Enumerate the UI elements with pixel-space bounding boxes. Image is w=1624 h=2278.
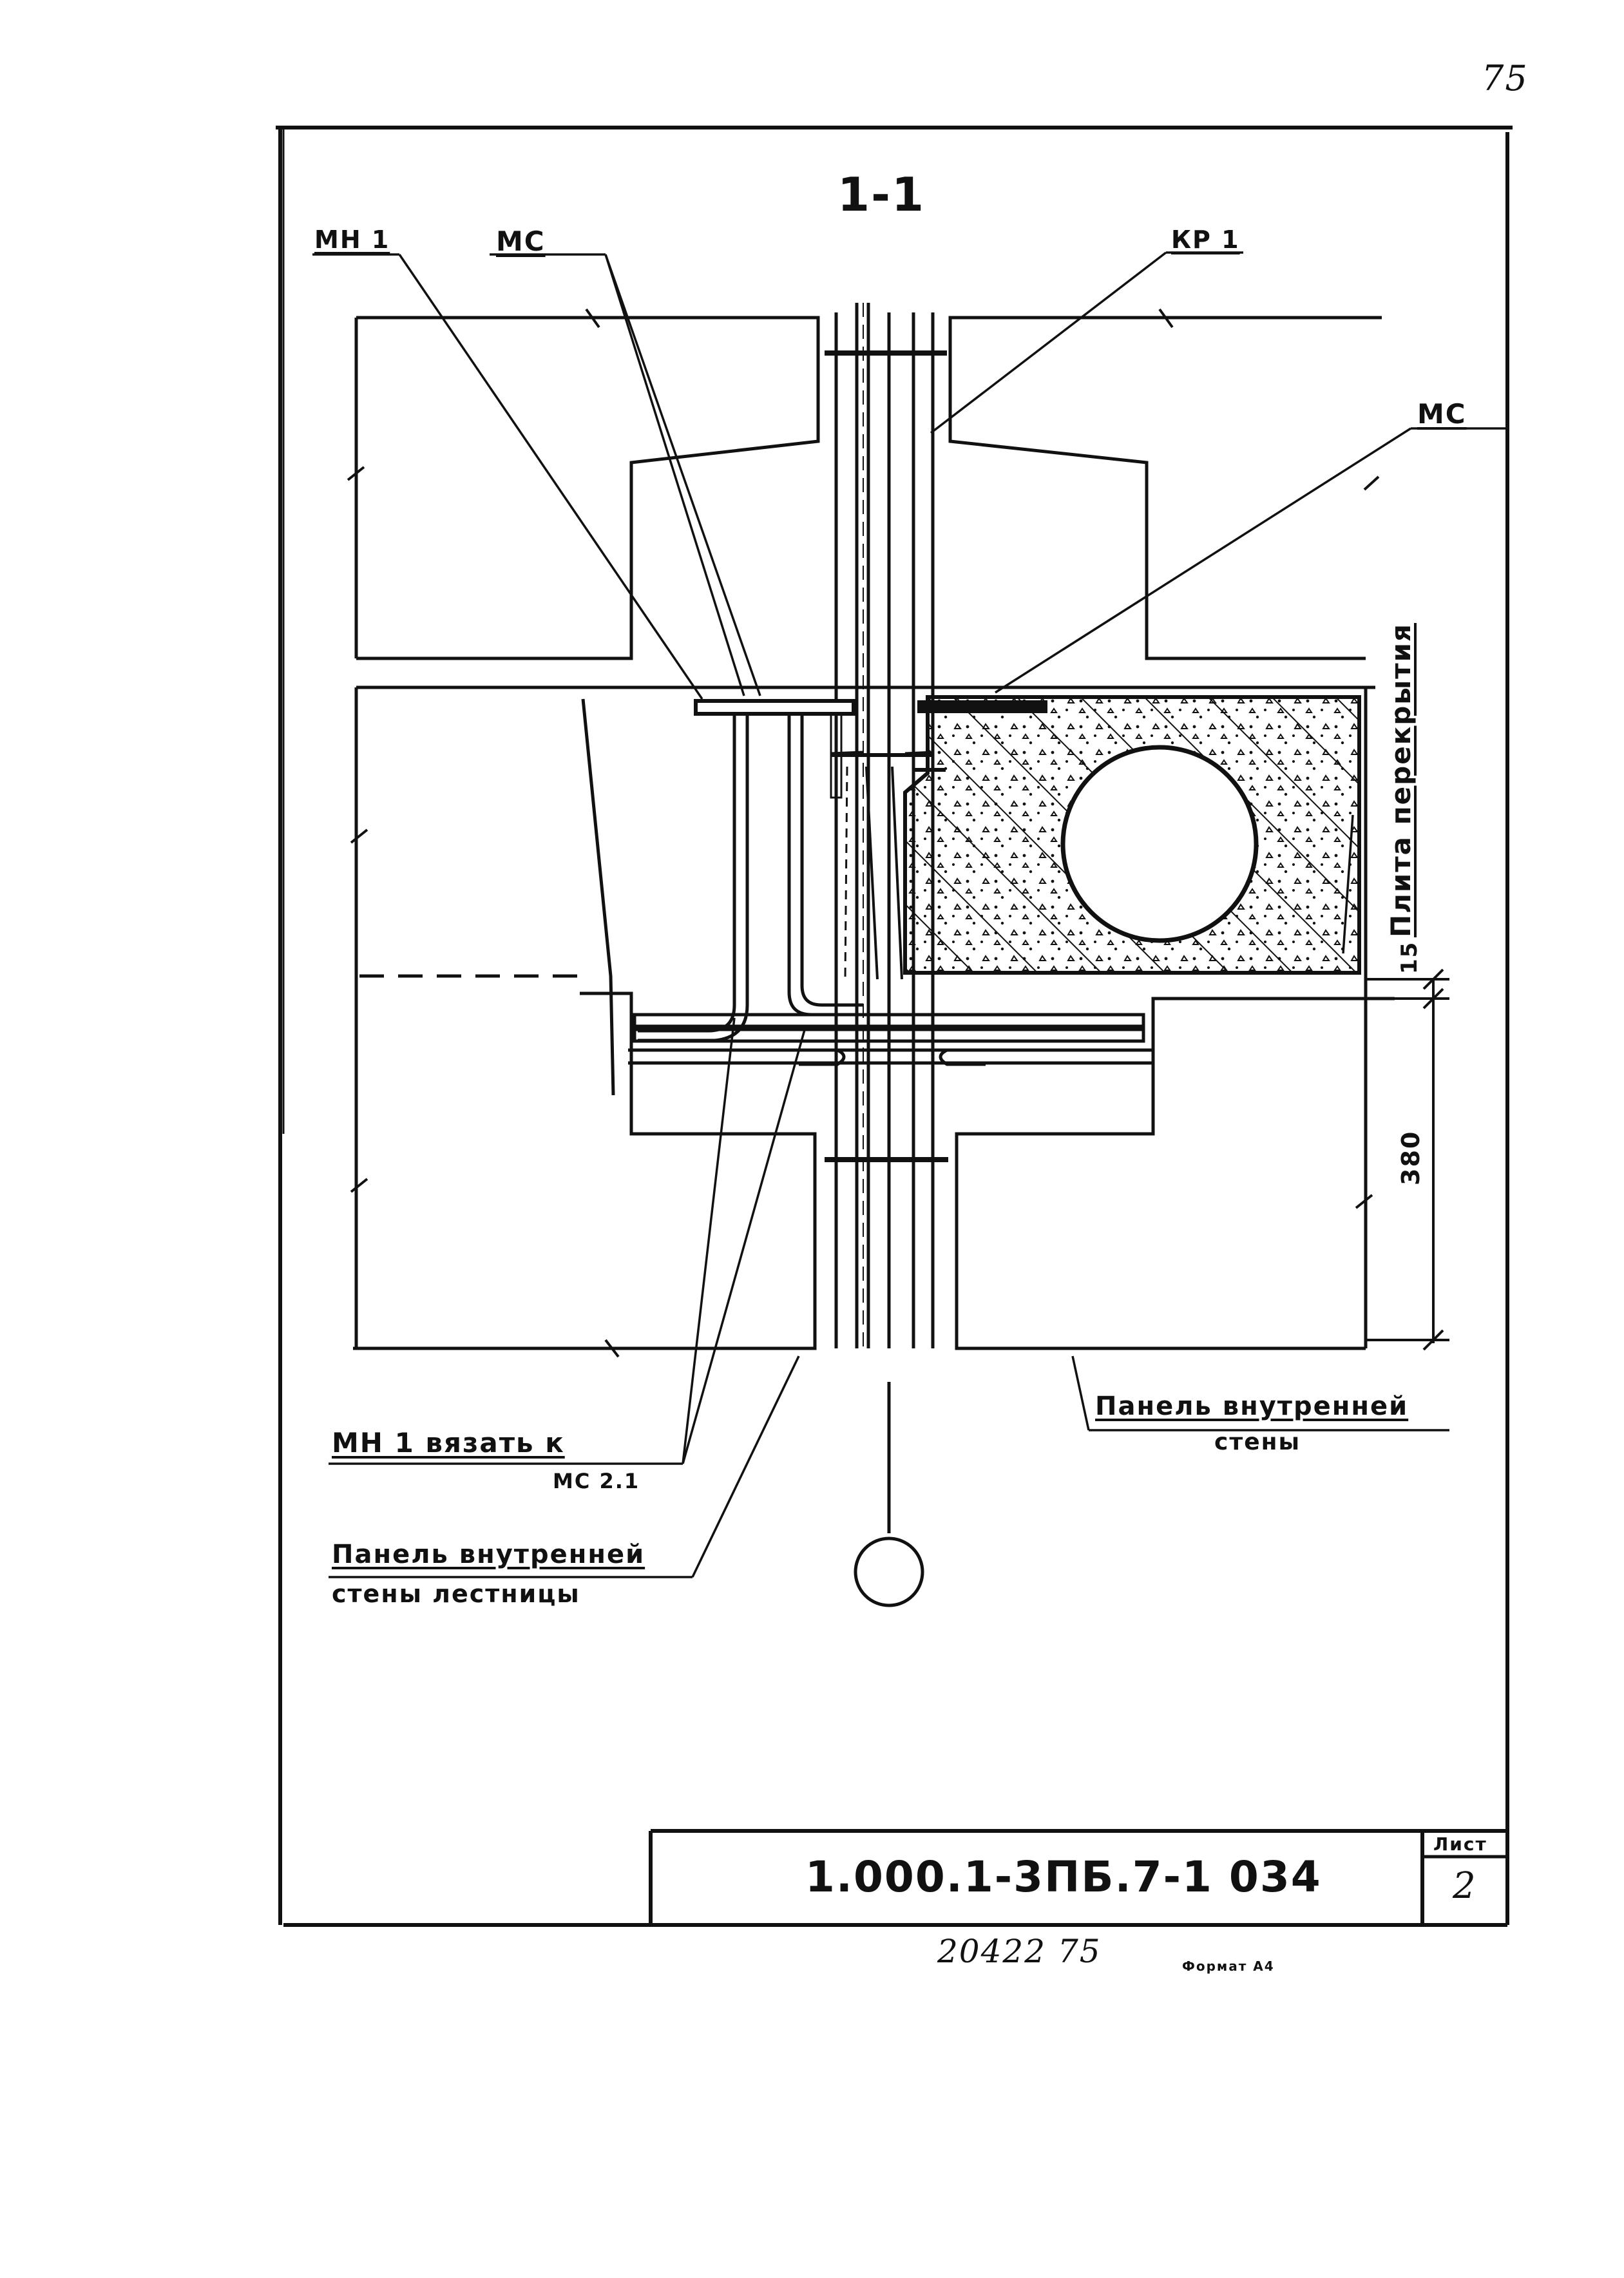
label-floor-slab: Плита перекрытия	[1385, 623, 1417, 937]
dimension-lines	[1366, 968, 1449, 1351]
drawing-frame	[276, 126, 1513, 1927]
dim-label-380: 380	[1397, 1130, 1425, 1185]
note-mn1-ms21: МС 2.1	[553, 1469, 640, 1493]
label-panel-stair-wall-2: стены лестницы	[332, 1580, 580, 1608]
label-kr1: КР 1	[1171, 225, 1240, 254]
floor-slab	[903, 695, 1361, 975]
label-panel-stair-wall: Панель внутренней	[332, 1540, 645, 1569]
vertical-joint	[834, 303, 935, 1533]
anchor-circle	[854, 1536, 924, 1607]
slab-void	[1060, 745, 1259, 943]
leader-lines	[312, 251, 1507, 1578]
title-block	[649, 1829, 1507, 1925]
dim-label-15: 15	[1397, 941, 1422, 974]
sheet-corner-number: 75	[1482, 58, 1529, 99]
title-block-sheet-header: Лист	[1433, 1833, 1487, 1855]
paper-format: Формат А4	[1182, 1958, 1275, 1974]
label-panel-inner-wall: Панель внутренней	[1095, 1392, 1409, 1421]
label-ms-right: МС	[1417, 398, 1467, 430]
title-block-sheet-number: 2	[1453, 1865, 1477, 1907]
lower-wall-panel	[350, 685, 1395, 1358]
label-mn1: МН 1	[314, 225, 390, 254]
connection-plates	[628, 350, 1153, 1162]
title-block-code: 1.000.1-3ПБ.7-1 034	[805, 1852, 1322, 1902]
label-panel-inner-wall-2: стены	[1214, 1429, 1301, 1455]
stair-wall-panel	[359, 698, 615, 1096]
section-label: 1-1	[837, 168, 926, 222]
upper-wall-panel	[347, 308, 1382, 660]
note-mn1-tie: МН 1 вязать к	[332, 1427, 565, 1459]
archive-number: 20422 75	[937, 1933, 1102, 1970]
label-ms-top: МС	[496, 225, 546, 257]
